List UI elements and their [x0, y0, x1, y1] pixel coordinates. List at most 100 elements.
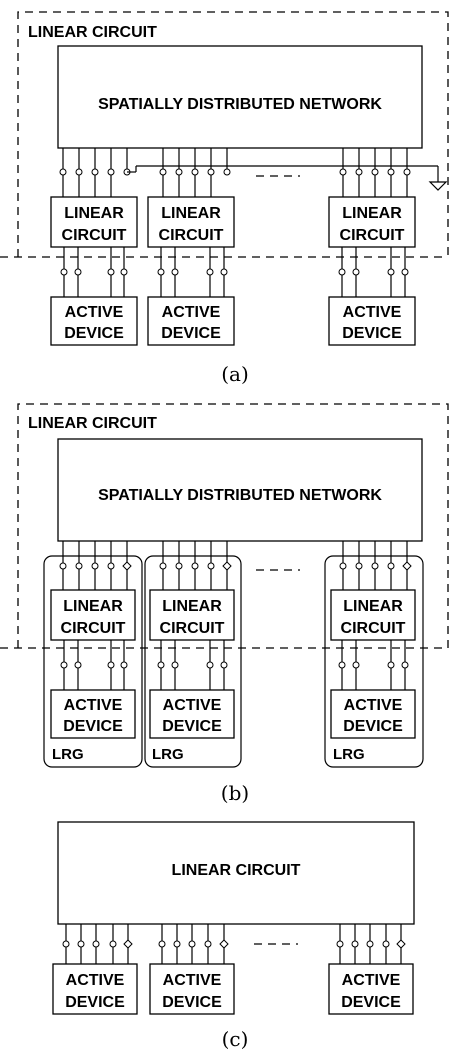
port-icon [191, 562, 199, 570]
linear-circuit-3: LINEAR CIRCUIT [330, 589, 416, 641]
svg-text:DEVICE: DEVICE [162, 994, 222, 1011]
port-icon [188, 940, 196, 948]
lrg-label-3: LRG [333, 746, 365, 763]
active-device-2: ACTIVE DEVICE [149, 689, 235, 739]
lrg-outline-2 [144, 555, 242, 768]
svg-text:ACTIVE: ACTIVE [162, 304, 221, 321]
active-device-1: ACTIVE DEVICE [52, 963, 138, 1015]
active-device-2: ACTIVE DEVICE [149, 963, 235, 1015]
port-icon [351, 940, 359, 948]
linear-circuit-2: LINEAR CIRCUIT [149, 589, 235, 641]
svg-text:DEVICE: DEVICE [343, 718, 403, 735]
svg-text:DEVICE: DEVICE [341, 994, 401, 1011]
port-icon [171, 661, 179, 669]
svg-text:LINEAR: LINEAR [162, 598, 222, 615]
svg-text:LINEAR: LINEAR [342, 205, 402, 222]
port-icon [74, 661, 82, 669]
diamond-port-icon [402, 561, 412, 571]
port-icon [339, 168, 347, 176]
network-box [57, 438, 423, 542]
port-icon [352, 268, 360, 276]
port-icon [75, 168, 83, 176]
svg-text:LINEAR: LINEAR [343, 598, 403, 615]
port-icon [175, 562, 183, 570]
port-icon [336, 940, 344, 948]
active-device-3: ACTIVE DEVICE [328, 296, 416, 346]
port-icon [107, 661, 115, 669]
port-icon [339, 562, 347, 570]
svg-text:ACTIVE: ACTIVE [66, 972, 125, 989]
svg-text:LINEAR: LINEAR [64, 205, 124, 222]
linear-circuit-2: LINEAR CIRCUIT [147, 196, 235, 248]
network-box [57, 45, 423, 149]
port-icon [59, 168, 67, 176]
linear-circuit-1: LINEAR CIRCUIT [50, 196, 138, 248]
port-icon [338, 661, 346, 669]
upper-ports [59, 541, 412, 590]
port-icon [91, 562, 99, 570]
svg-text:DEVICE: DEVICE [161, 325, 221, 342]
svg-text:CIRCUIT: CIRCUIT [341, 620, 406, 637]
outer-label: LINEAR CIRCUIT [28, 415, 157, 432]
svg-text:ACTIVE: ACTIVE [65, 304, 124, 321]
caption-b: (b) [221, 781, 249, 805]
port-icon [206, 268, 214, 276]
svg-text:CIRCUIT: CIRCUIT [340, 227, 405, 244]
caption-a: (a) [221, 362, 249, 386]
lower-ports [60, 640, 409, 690]
svg-text:LINEAR: LINEAR [161, 205, 221, 222]
port-icon [171, 268, 179, 276]
port-icon [173, 940, 181, 948]
active-device-1: ACTIVE DEVICE [50, 689, 136, 739]
port-icon [158, 940, 166, 948]
svg-text:ACTIVE: ACTIVE [344, 697, 403, 714]
network-label: SPATIALLY DISTRIBUTED NETWORK [98, 487, 382, 504]
ports [62, 924, 406, 964]
lower-ports [60, 247, 409, 297]
svg-text:DEVICE: DEVICE [64, 325, 124, 342]
linear-circuit-box [57, 821, 415, 925]
svg-text:LINEAR: LINEAR [63, 598, 123, 615]
network-label: SPATIALLY DISTRIBUTED NETWORK [98, 96, 382, 113]
lrg-label-1: LRG [52, 746, 84, 763]
port-icon [207, 562, 215, 570]
port-icon [223, 168, 231, 176]
ground-icon [428, 181, 448, 191]
svg-text:DEVICE: DEVICE [63, 718, 123, 735]
port-icon [355, 562, 363, 570]
lrg-label-2: LRG [152, 746, 184, 763]
port-icon [371, 168, 379, 176]
caption-c: (c) [222, 1027, 249, 1051]
svg-text:CIRCUIT: CIRCUIT [61, 620, 126, 637]
linear-circuit-1: LINEAR CIRCUIT [50, 589, 136, 641]
port-icon [207, 168, 215, 176]
diamond-port-icon [122, 561, 132, 571]
port-icon [204, 940, 212, 948]
port-icon [387, 168, 395, 176]
port-icon [338, 268, 346, 276]
port-icon [109, 940, 117, 948]
svg-text:CIRCUIT: CIRCUIT [62, 227, 127, 244]
svg-text:ACTIVE: ACTIVE [343, 304, 402, 321]
linear-circuit-3: LINEAR CIRCUIT [328, 196, 416, 248]
svg-text:ACTIVE: ACTIVE [163, 697, 222, 714]
port-icon [91, 168, 99, 176]
active-device-3: ACTIVE DEVICE [328, 963, 414, 1015]
port-icon [74, 268, 82, 276]
svg-text:ACTIVE: ACTIVE [342, 972, 401, 989]
active-device-2: ACTIVE DEVICE [147, 296, 235, 346]
diamond-port-icon [123, 939, 133, 949]
svg-text:DEVICE: DEVICE [342, 325, 402, 342]
circuit-label: LINEAR CIRCUIT [172, 862, 301, 879]
lrg-outline-3 [324, 555, 424, 768]
panel-a: LINEAR CIRCUIT SPATIALLY DISTRIBUTED NET… [0, 11, 449, 386]
port-icon [60, 268, 68, 276]
port-icon [355, 168, 363, 176]
port-icon [157, 268, 165, 276]
port-icon [75, 562, 83, 570]
port-icon [220, 661, 228, 669]
port-icon [371, 562, 379, 570]
port-icon [159, 562, 167, 570]
port-icon [60, 661, 68, 669]
